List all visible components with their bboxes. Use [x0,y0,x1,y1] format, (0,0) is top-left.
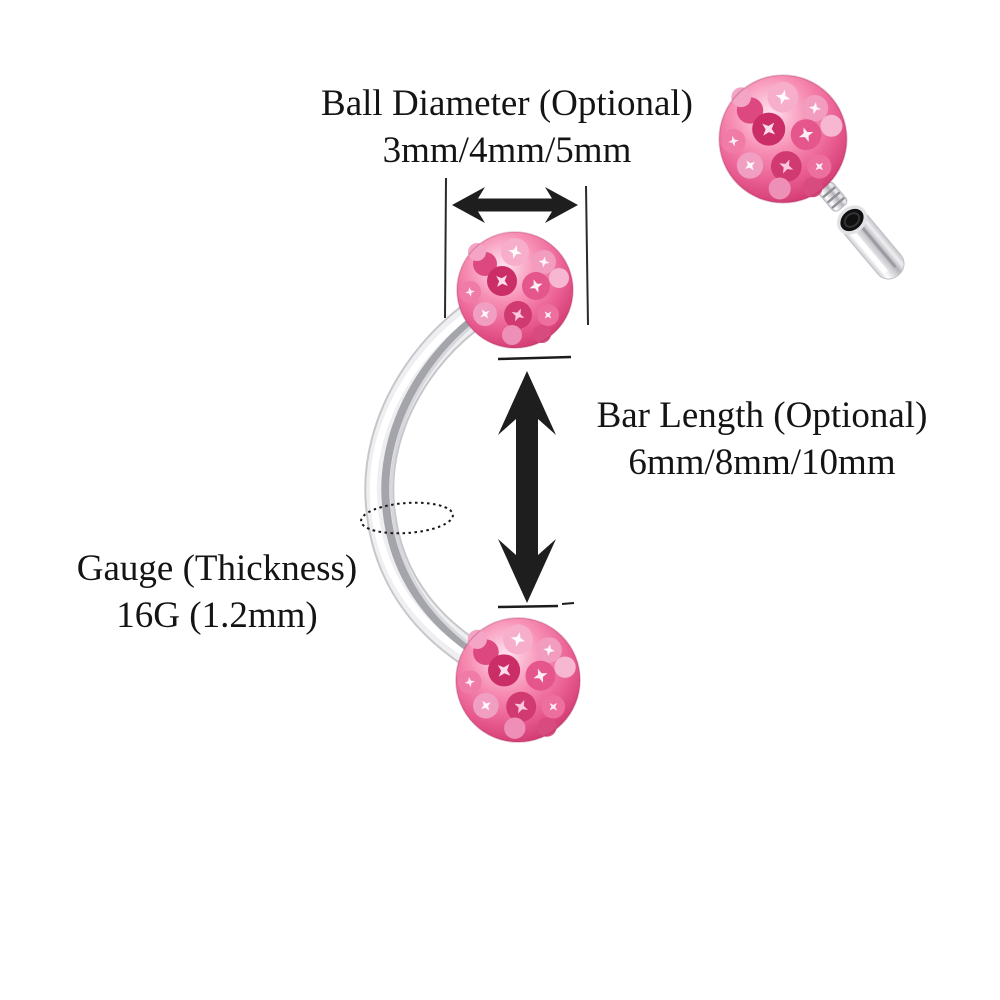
bar-length-arrow-icon [498,371,556,603]
bar-length-bottom-line [497,604,559,609]
ball-diameter-arrow-icon [452,187,578,223]
bar-length-bottom-dash [561,602,575,605]
gauge-cross-section-ellipse [360,501,454,535]
gauge-title: Gauge (Thickness) [76,548,358,589]
bar-end-tube [836,205,905,280]
bar-length-title: Bar Length (Optional) [596,395,928,436]
top-crystal-ball [457,232,573,348]
closeup-illustration [719,75,905,280]
bottom-crystal-ball [456,618,580,742]
bar-length-value: 6mm/8mm/10mm [628,442,896,483]
closeup-crystal-ball [719,75,847,203]
extension-line-right [585,185,589,326]
bar-length-annotation: Bar Length (Optional) 6mm/8mm/10mm [562,392,962,486]
extension-line-left [444,177,447,319]
gauge-annotation: Gauge (Thickness) 16G (1.2mm) [17,545,417,639]
gauge-value: 16G (1.2mm) [116,595,318,636]
ball-diameter-title: Ball Diameter (Optional) [321,83,693,124]
bar-length-top-line [497,355,572,361]
ball-diameter-annotation: Ball Diameter (Optional) 3mm/4mm/5mm [257,80,757,174]
ball-diameter-value: 3mm/4mm/5mm [382,130,632,171]
